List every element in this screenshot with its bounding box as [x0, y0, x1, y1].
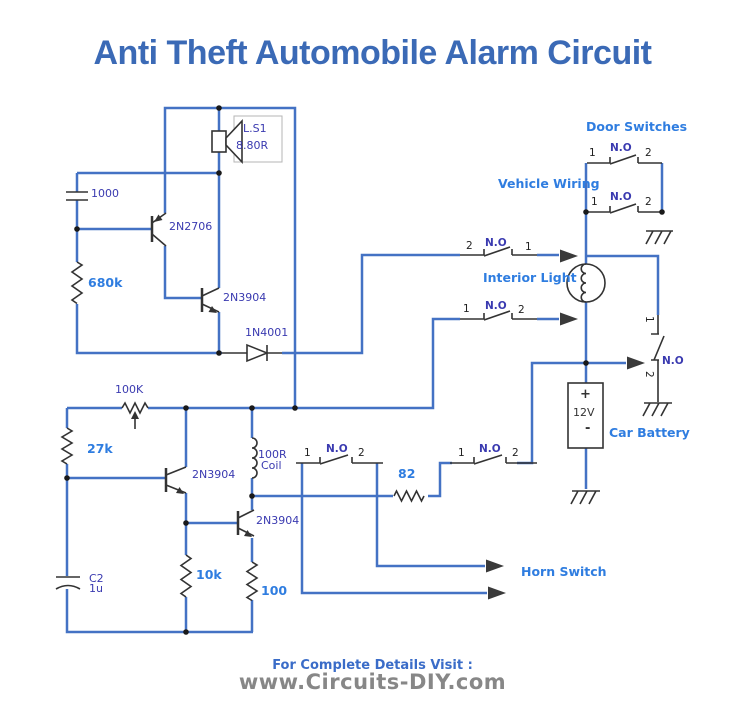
q-right-label: 2N3904	[256, 514, 300, 527]
terminal-number: 1	[591, 196, 598, 208]
wire-switch-tails	[537, 253, 559, 321]
section-vehicle-wiring: Vehicle Wiring	[498, 176, 600, 191]
lamp-icon	[566, 263, 606, 303]
arrow-to-lamp-bottom	[560, 312, 578, 326]
terminal-number: 1	[458, 447, 465, 459]
switch-horn-1	[296, 454, 383, 465]
battery-voltage-label: 12V	[573, 406, 595, 419]
terminal-number: 1	[463, 303, 470, 315]
terminal-number: 2	[643, 371, 655, 378]
arrow-to-hood-switch	[627, 356, 645, 370]
switch-interior-2	[460, 310, 537, 321]
wire-hood-switch	[586, 254, 660, 315]
switch-door-2	[587, 203, 662, 214]
components	[55, 115, 673, 602]
switch-no-label: N.O	[479, 443, 501, 455]
junction-dots	[64, 105, 665, 635]
ground-icon-hood	[642, 402, 672, 417]
section-interior-light: Interior Light	[483, 270, 577, 285]
footer-site: www.Circuits-DIY.com	[238, 670, 507, 694]
r680k-label: 680k	[88, 275, 123, 290]
terminal-number: 1	[525, 241, 532, 253]
diode-label: 1N4001	[245, 326, 289, 339]
terminal-number: 1	[304, 447, 311, 459]
resistor-10k-icon	[179, 554, 193, 598]
terminal-number: 2	[645, 196, 652, 208]
speaker-icon	[211, 115, 283, 165]
resistor-680k-icon	[70, 261, 84, 305]
switch-horn-2	[450, 454, 537, 465]
ground-icon-door	[645, 230, 673, 245]
arrow-horn-1	[486, 559, 504, 573]
flow-arrows	[486, 249, 645, 600]
speaker-name-label: L.S1	[243, 122, 267, 135]
r100-label: 100	[261, 583, 288, 598]
battery-icon	[567, 382, 604, 449]
transistor-2n3904-right-icon	[236, 509, 255, 537]
switch-no-label: N.O	[610, 142, 632, 154]
cap2-name-label: C2	[89, 572, 104, 585]
terminal-number: 2	[645, 147, 652, 159]
transistor-2n3904-left-icon	[164, 466, 187, 494]
section-car-battery: Car Battery	[609, 425, 690, 440]
footer-cta: For Complete Details Visit :	[272, 658, 473, 673]
terminal-number: 1	[589, 147, 596, 159]
resistor-82-icon	[393, 489, 425, 503]
transistor-2n3904-top-icon	[200, 287, 220, 313]
terminal-number: 2	[512, 447, 519, 459]
battery-minus-label: -	[585, 421, 591, 436]
page-title: Anti Theft Automobile Alarm Circuit	[93, 34, 652, 72]
resistor-27k-icon	[60, 427, 74, 465]
arrow-to-lamp-top	[560, 249, 578, 263]
wire-horn-a	[300, 463, 487, 595]
switch-door-1	[587, 154, 662, 165]
switch-no-label: N.O	[485, 300, 507, 312]
section-door-switches: Door Switches	[586, 119, 688, 134]
wire-pnp-collector	[163, 246, 201, 300]
wires	[65, 106, 664, 634]
speaker-value-label: 8.80R	[236, 139, 269, 152]
arrow-horn-2	[488, 586, 506, 600]
cap2-value-label: 1u	[89, 582, 103, 595]
terminal-number: 1	[643, 316, 655, 323]
battery-plus-label: +	[580, 387, 591, 402]
switch-no-label: N.O	[662, 355, 684, 367]
switch-no-label: N.O	[610, 191, 632, 203]
potentiometer-100k-icon	[121, 401, 149, 429]
wire-osc-output	[282, 253, 460, 355]
section-horn-switch: Horn Switch	[521, 564, 607, 579]
switch-no-label: N.O	[326, 443, 348, 455]
wire-relay-coil-line	[252, 461, 452, 498]
coil-100r-icon	[251, 437, 258, 479]
terminal-number: 2	[466, 240, 473, 252]
wire-horn-b	[375, 463, 485, 568]
capacitor-c2-icon	[55, 576, 81, 590]
coil-value-label: 100R	[258, 448, 287, 461]
r82-label: 82	[398, 466, 416, 481]
wire-lower-rail	[67, 317, 460, 410]
wire-left-rail-bottom	[65, 408, 253, 634]
q-top-label: 2N3904	[223, 291, 267, 304]
terminal-number: 2	[518, 304, 525, 316]
wire-top-rail	[163, 106, 297, 408]
r27k-label: 27k	[87, 441, 113, 456]
ground-icon-battery	[570, 490, 600, 505]
switch-no-label: N.O	[485, 237, 507, 249]
transistor-2n2706-icon	[150, 212, 167, 247]
cap1-value-label: 1000	[91, 187, 119, 200]
pot-label: 100K	[115, 383, 144, 396]
diode-1n4001-icon	[222, 343, 282, 363]
terminal-number: 2	[358, 447, 365, 459]
capacitor-1000-icon	[66, 191, 88, 201]
switch-interior-1	[460, 246, 537, 257]
coil-word-label: Coil	[261, 459, 282, 472]
switch-hood	[651, 315, 665, 402]
wire-left-rail-top	[75, 173, 222, 355]
q-pnp-label: 2N2706	[169, 220, 213, 233]
r10k-label: 10k	[196, 567, 222, 582]
resistor-100-icon	[245, 561, 259, 602]
q-left-label: 2N3904	[192, 468, 236, 481]
